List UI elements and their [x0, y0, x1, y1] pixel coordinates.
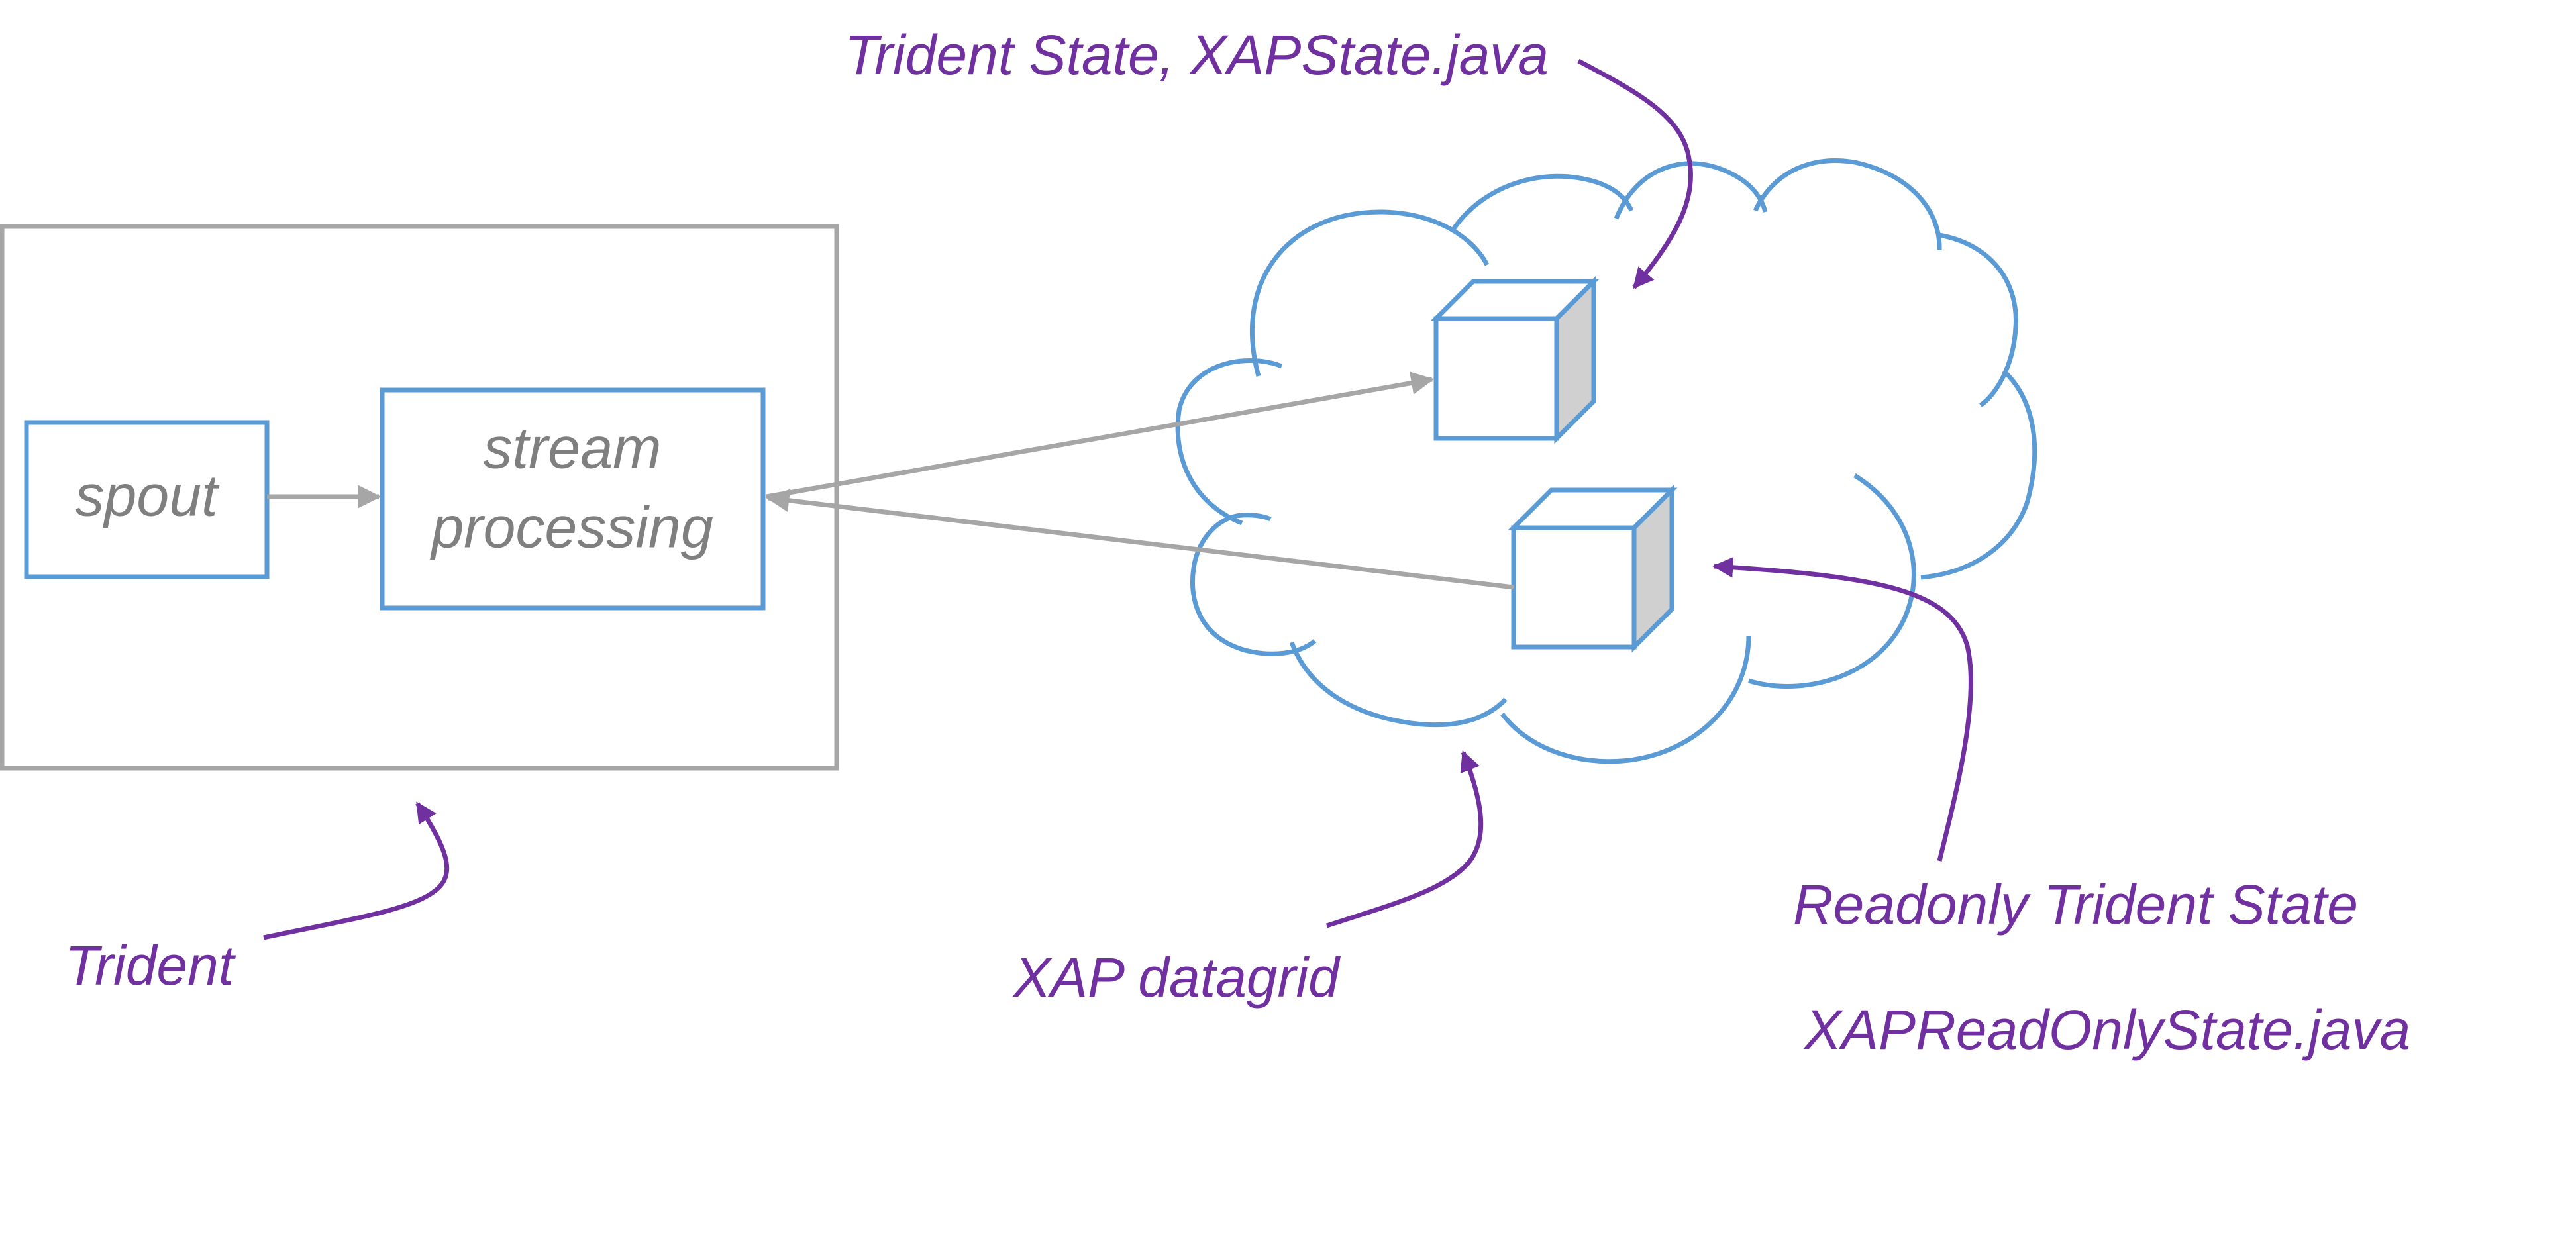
- trident-callout-arrow: [263, 801, 450, 940]
- readonly-state-file-label: XAPReadOnlyState.java: [1803, 999, 2410, 1061]
- cloud-icon: [1175, 158, 2037, 764]
- xap-datagrid-callout-arrow: [1325, 750, 1484, 928]
- readonly-state-callout-arrow: [1712, 557, 1973, 862]
- trident-container: [0, 224, 839, 771]
- spout-label: spout: [75, 462, 220, 528]
- trident-label: Trident: [65, 934, 236, 997]
- spout-box: spout: [24, 420, 270, 579]
- trident-state-label: Trident State, XAPState.java: [845, 24, 1549, 86]
- stream-processing-label-line1: stream: [484, 415, 662, 480]
- trident-state-cube-icon: [1430, 275, 1600, 444]
- readonly-to-stream-arrow: [766, 489, 1514, 590]
- stream-to-state-arrow: [766, 371, 1435, 499]
- trident-state-callout-arrow: [1577, 58, 1693, 289]
- stream-processing-label-line2: processing: [429, 494, 713, 560]
- xap-datagrid-label: XAP datagrid: [1012, 946, 1341, 1009]
- readonly-state-cube-icon: [1508, 484, 1678, 653]
- readonly-state-label: Readonly Trident State: [1793, 873, 2358, 936]
- stream-processing-box: stream processing: [380, 387, 766, 611]
